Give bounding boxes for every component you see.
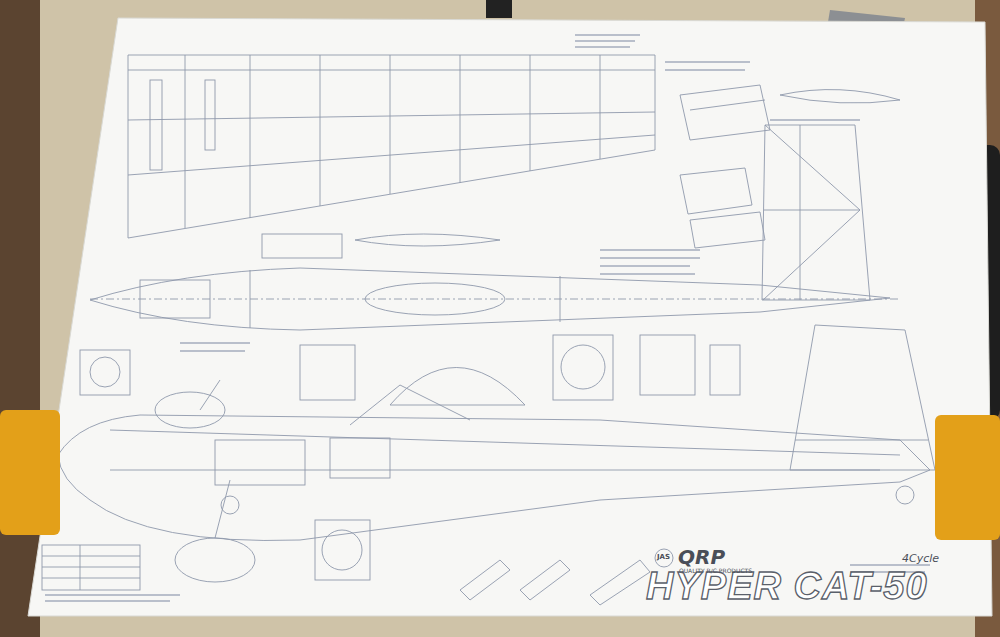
- engine-type: 4Cycle: [902, 553, 939, 565]
- fine-print-notes: [45, 35, 930, 601]
- drawing-lines: [42, 55, 935, 605]
- brand-logo: QRP: [678, 546, 725, 568]
- brand-subtitle: QUALITY R/C PRODUCTS: [679, 568, 752, 575]
- board-edge: [0, 0, 40, 637]
- top-clip: [486, 0, 512, 18]
- logo-mark: JAS: [657, 554, 670, 562]
- paper-clips: [0, 410, 1000, 540]
- paper: [28, 18, 992, 616]
